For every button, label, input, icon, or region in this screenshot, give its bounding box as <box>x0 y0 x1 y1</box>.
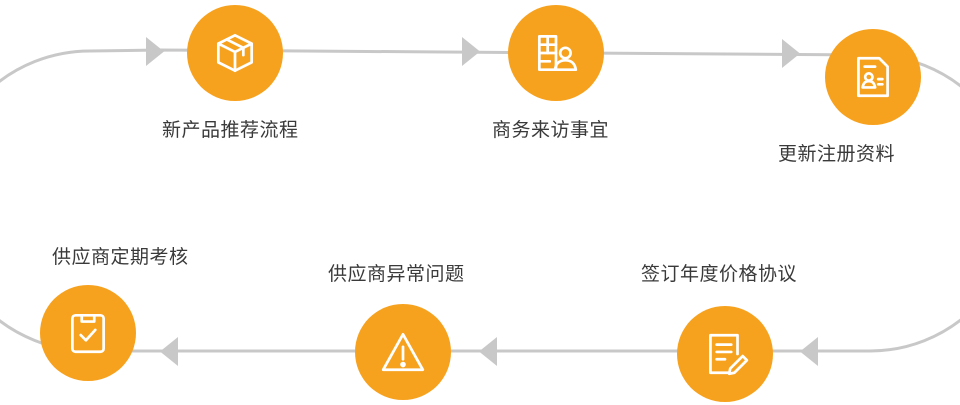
step-node-supplier-assessment <box>40 285 136 381</box>
visitor-icon <box>537 34 578 72</box>
step-label: 签订年度价格协议 <box>641 263 798 285</box>
step-node-sign-price-agreement <box>677 306 773 402</box>
step-label: 商务来访事宜 <box>492 119 610 141</box>
step-node-new-product <box>187 5 283 101</box>
arrow-left-icon <box>479 337 497 366</box>
arrow-left-icon <box>800 337 818 366</box>
step-label: 供应商定期考核 <box>52 246 189 268</box>
step-label: 更新注册资料 <box>778 143 896 165</box>
arrow-right-icon <box>782 39 800 68</box>
step-label: 供应商异常问题 <box>328 263 465 285</box>
sign-document-icon <box>709 333 749 376</box>
arrow-right-icon <box>462 37 480 66</box>
step-node-business-visit <box>508 5 604 101</box>
cube-icon <box>216 33 254 73</box>
step-node-update-registration <box>825 29 921 125</box>
id-document-icon <box>857 56 889 98</box>
clipboard-check-icon <box>71 313 105 354</box>
arrow-right-icon <box>146 37 164 66</box>
step-label: 新产品推荐流程 <box>162 119 299 141</box>
step-node-supplier-exception <box>355 304 451 400</box>
arrow-left-icon <box>160 337 178 366</box>
warning-icon <box>381 332 425 372</box>
cycle-path <box>0 48 960 353</box>
